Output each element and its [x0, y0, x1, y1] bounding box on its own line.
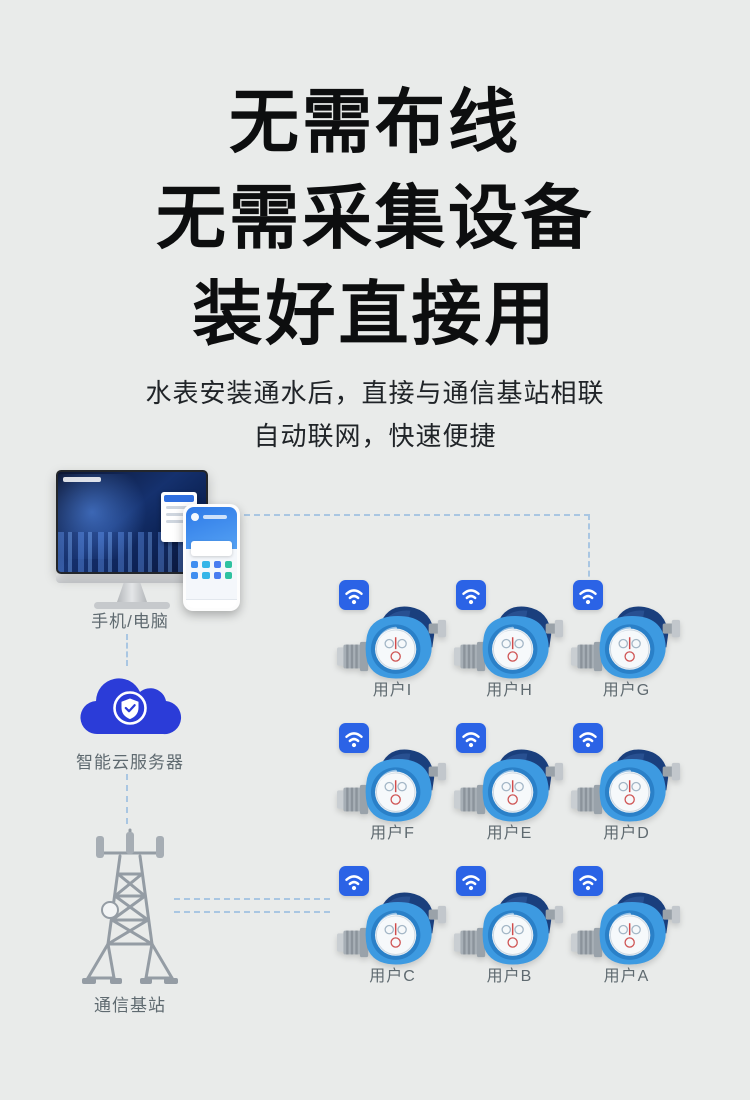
meter-label: 用户F — [370, 825, 415, 842]
meter-user-D: 用户D — [568, 723, 685, 842]
connector-monitor-to-cloud — [126, 634, 128, 666]
meter-label: 用户A — [603, 968, 650, 985]
meter-user-H: 用户H — [451, 580, 568, 699]
meter-label: 用户G — [602, 682, 651, 699]
headline-line-2: 无需采集设备 — [156, 179, 594, 257]
dashboard-logo-bar — [63, 477, 101, 482]
dashboard-glow-decor — [58, 474, 161, 559]
connector-down-to-meter-g — [588, 514, 590, 586]
phone-screen — [186, 507, 237, 608]
connector-cloud-to-tower — [126, 774, 128, 824]
meter-user-F: 用户F — [334, 723, 451, 842]
meter-grid: 用户I 用户H 用户G 用户F 用户E 用户D — [334, 580, 685, 985]
water-meter-icon — [571, 605, 681, 680]
subtitle: 水表安装通水后，直接与通信基站相联 自动联网，快速便捷 — [0, 372, 750, 458]
computer-monitor — [56, 470, 208, 609]
monitor-base — [94, 602, 170, 609]
meter-user-E: 用户E — [451, 723, 568, 842]
connector-tower-to-meters-2 — [174, 911, 330, 913]
meter-user-B: 用户B — [451, 866, 568, 985]
app-stat-card-decor — [191, 541, 232, 556]
headline: 无需布线 无需采集设备 装好直接用 — [0, 74, 750, 362]
meter-label: 用户C — [369, 968, 416, 985]
water-meter-icon — [454, 891, 564, 966]
monitor-chin — [56, 574, 208, 583]
app-header — [186, 507, 237, 556]
meter-user-A: 用户A — [568, 866, 685, 985]
app-footer-decor — [186, 599, 237, 608]
water-meter-icon — [337, 748, 447, 823]
water-meter-icon — [337, 891, 447, 966]
devices-label: 手机/电脑 — [91, 612, 169, 631]
tower-label: 通信基站 — [94, 996, 166, 1015]
water-meter-icon — [571, 748, 681, 823]
cloud-label: 智能云服务器 — [76, 753, 184, 772]
meter-label: 用户H — [486, 682, 533, 699]
subtitle-line-1: 水表安装通水后，直接与通信基站相联 — [145, 378, 605, 408]
meter-user-C: 用户C — [334, 866, 451, 985]
meter-user-G: 用户G — [568, 580, 685, 699]
meter-label: 用户D — [603, 825, 650, 842]
base-station-icon — [74, 826, 186, 994]
cloud-server-icon — [78, 664, 182, 742]
app-title-bar-decor — [203, 515, 227, 519]
water-meter-icon — [454, 748, 564, 823]
phone — [183, 504, 240, 611]
cloud-icon — [80, 678, 182, 735]
app-avatar-decor — [191, 513, 199, 521]
water-meter-icon — [454, 605, 564, 680]
subtitle-line-2: 自动联网，快速便捷 — [253, 421, 497, 451]
connector-tower-to-meters-1 — [174, 898, 330, 900]
connector-phone-to-meters — [244, 514, 590, 516]
water-meter-icon — [571, 891, 681, 966]
app-icon-grid — [186, 561, 237, 579]
meter-label: 用户I — [372, 682, 413, 699]
tower-icon — [82, 828, 178, 984]
water-meter-icon — [337, 605, 447, 680]
meter-label: 用户E — [486, 825, 533, 842]
monitor-screen — [56, 470, 208, 574]
headline-line-3: 装好直接用 — [192, 275, 558, 353]
monitor-stand — [117, 583, 147, 602]
meter-label: 用户B — [486, 968, 533, 985]
headline-line-1: 无需布线 — [229, 83, 521, 161]
meter-user-I: 用户I — [334, 580, 451, 699]
